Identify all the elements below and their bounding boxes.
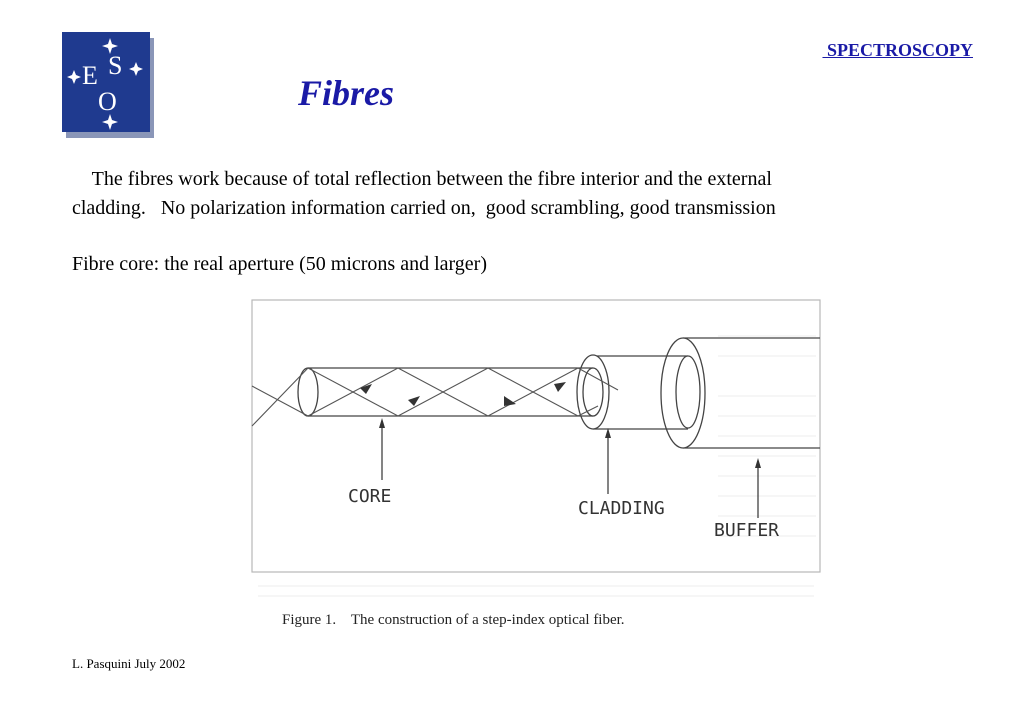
light-ray (251, 367, 619, 427)
label-cladding: CLADDING (578, 498, 665, 519)
label-pointers (381, 422, 759, 518)
label-buffer: BUFFER (714, 520, 779, 541)
logo-background (62, 32, 150, 132)
logo-stars (67, 38, 143, 130)
fibre-core-note: Fibre core: the real aperture (50 micron… (72, 253, 487, 275)
footer-author: L. Pasquini July 2002 (72, 656, 186, 671)
logo-letter-s: S (108, 51, 122, 80)
body-paragraph: The fibres work because of total reflect… (72, 165, 776, 223)
eso-logo: E S O (62, 32, 154, 138)
fibre-diagram: CORE CLADDING BUFFER Figure 1. The const… (248, 296, 824, 636)
ray-arrows (360, 382, 566, 406)
figure-caption: Figure 1. The construction of a step-ind… (282, 612, 625, 628)
logo-letter-e: E (82, 61, 98, 90)
section-link-spectroscopy[interactable]: SPECTROSCOPY (822, 40, 973, 60)
page-title: Fibres (298, 73, 395, 113)
fibre-core (297, 367, 604, 417)
label-core: CORE (348, 486, 391, 507)
body-line-2: cladding. No polarization information ca… (72, 197, 776, 219)
figure-frame (251, 299, 821, 573)
logo-letter-o: O (98, 87, 117, 116)
body-line-1: The fibres work because of total reflect… (72, 168, 772, 190)
